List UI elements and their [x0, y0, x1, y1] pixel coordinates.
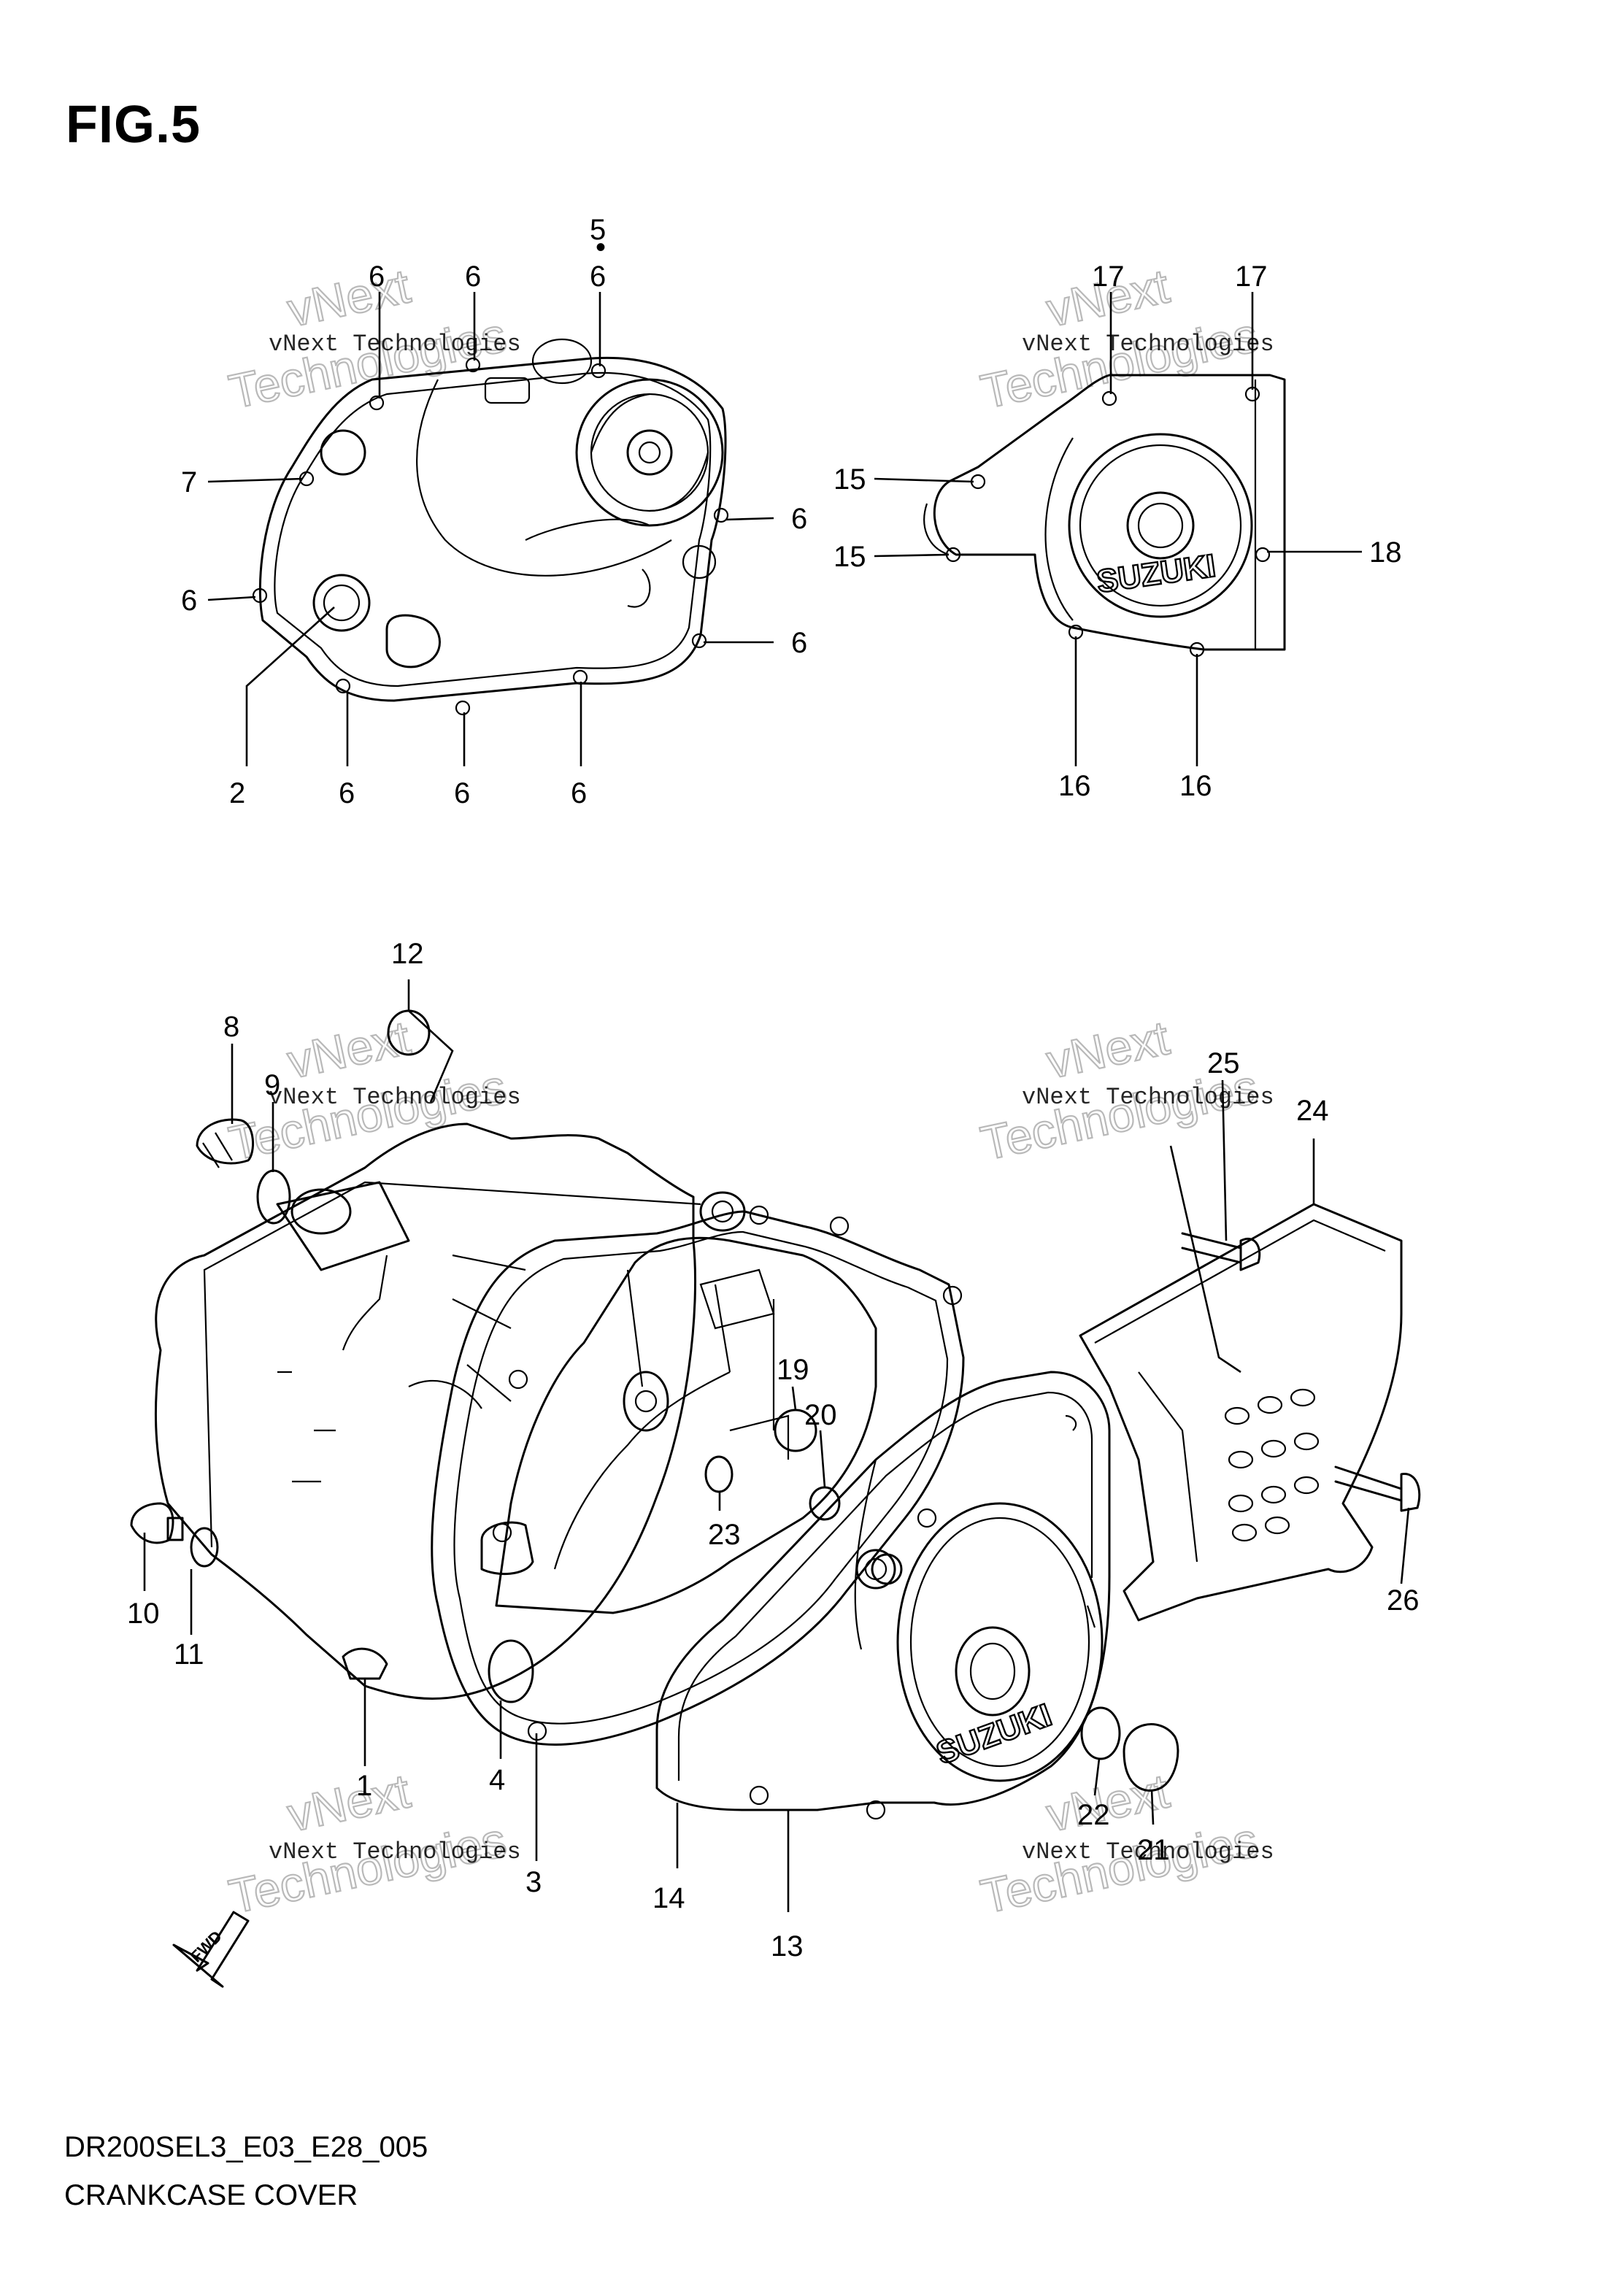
callout-6b: 6	[465, 261, 481, 293]
callout-19: 19	[777, 1354, 809, 1386]
watermark-large-7: vNext	[1042, 1010, 1174, 1088]
callout-26: 26	[1387, 1584, 1420, 1617]
callout-1: 1	[356, 1770, 372, 1802]
watermark-small: vNext Technologies	[269, 1838, 521, 1865]
bolt-holes	[252, 357, 729, 716]
callout-labels: 2 6 6 5 • 6 7 6 6 6 6 6 6 17 17 15 15 18…	[127, 214, 1420, 1962]
callout-16b: 16	[1179, 770, 1212, 802]
watermark-top-right: vNext Technologies vNext Technologies	[975, 258, 1274, 420]
callout-9: 9	[264, 1069, 280, 1101]
callout-6e: 6	[791, 503, 807, 535]
callout-5: 5	[590, 214, 606, 246]
callout-8: 8	[223, 1011, 239, 1043]
watermark-bottom-left: vNext Technologies vNext Technologies	[223, 1763, 521, 1925]
watermark-bottom-right: vNext Technologies vNext Technologies	[975, 1763, 1274, 1925]
bolt-holes	[945, 386, 1271, 658]
clutch-cover-drawing	[252, 338, 729, 716]
crankcase-cover-left-drawing	[154, 1122, 746, 1700]
watermark-small: vNext Technologies	[269, 331, 521, 358]
callout-2: 2	[229, 777, 245, 809]
watermark-small: vNext Technologies	[1022, 331, 1274, 358]
watermark-large-10: Technologies	[225, 1812, 511, 1923]
callout-18: 18	[1369, 536, 1402, 569]
crankcase-inner-drawing	[480, 1236, 877, 1614]
callout-6f: 6	[791, 627, 807, 659]
callout-6h: 6	[454, 777, 470, 809]
brand-lower-text: SUZUKI	[932, 1697, 1057, 1771]
figure-title: FIG.5	[66, 96, 201, 154]
sprocket-cover-drawing	[1079, 1203, 1403, 1622]
callout-5-dot: •	[596, 231, 606, 263]
leader-lines	[143, 292, 1410, 1912]
watermark-large-1: vNext	[283, 258, 415, 336]
callout-17b: 17	[1235, 261, 1268, 293]
callout-24: 24	[1296, 1095, 1329, 1127]
callout-3: 3	[525, 1866, 542, 1898]
watermark-small: vNext Technologies	[1022, 1838, 1274, 1865]
watermark-mid-right: vNext Technologies vNext Technologies	[975, 1009, 1274, 1171]
callout-15b: 15	[833, 541, 866, 573]
watermark-small: vNext Technologies	[269, 1084, 521, 1111]
callout-20: 20	[804, 1399, 837, 1431]
watermark-large-9: vNext	[283, 1763, 415, 1841]
callout-23: 23	[708, 1519, 741, 1551]
vent-holes	[1224, 1388, 1320, 1542]
callout-4: 4	[489, 1764, 505, 1796]
callout-11: 11	[174, 1638, 204, 1671]
watermark-large-4: Technologies	[977, 307, 1263, 418]
watermark-small: vNext Technologies	[1022, 1084, 1274, 1111]
callout-22: 22	[1077, 1799, 1110, 1831]
magneto-cover-drawing: SUZUKI	[923, 374, 1286, 658]
brand-upper-text: SUZUKI	[1095, 548, 1218, 600]
diagram-caption: CRANKCASE COVER	[64, 2179, 358, 2211]
callout-16a: 16	[1058, 770, 1091, 802]
callout-10: 10	[127, 1598, 160, 1630]
crankcase-cover-right-drawing: SUZUKI	[655, 1371, 1111, 1820]
callout-14: 14	[652, 1882, 685, 1914]
callout-15a: 15	[833, 463, 866, 496]
callout-13: 13	[771, 1930, 804, 1962]
callout-6g: 6	[339, 777, 355, 809]
diagram-code: DR200SEL3_E03_E28_005	[64, 2131, 428, 2163]
watermark-large-12: Technologies	[977, 1812, 1263, 1923]
callout-6a: 6	[369, 261, 385, 293]
callout-21: 21	[1137, 1834, 1170, 1866]
small-parts-drawing	[130, 1009, 1421, 1792]
callout-7: 7	[181, 466, 197, 498]
callout-12: 12	[391, 938, 424, 970]
callout-17a: 17	[1092, 261, 1125, 293]
gasket-drawing	[431, 1205, 965, 1746]
callout-6d: 6	[181, 585, 197, 617]
callout-6c: 6	[590, 261, 606, 293]
callout-6i: 6	[571, 777, 587, 809]
callout-25: 25	[1207, 1047, 1240, 1079]
